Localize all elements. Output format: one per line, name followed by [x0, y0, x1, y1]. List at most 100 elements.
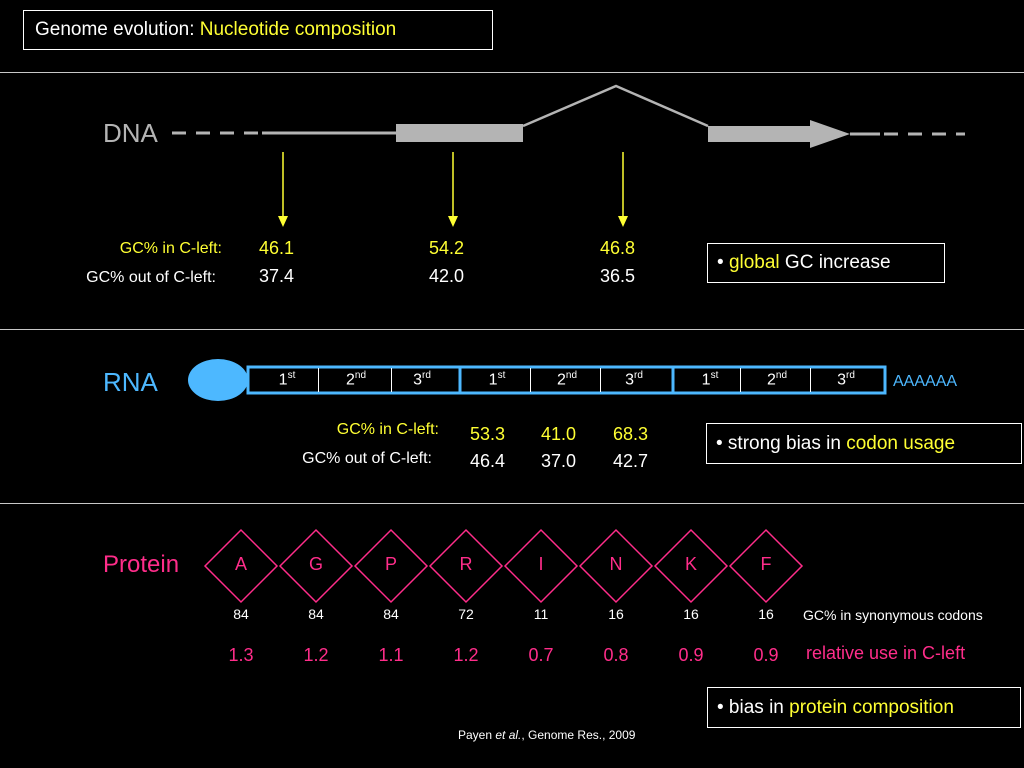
aa-relative-use: 1.2	[453, 645, 479, 665]
aa-diamond-4	[428, 528, 504, 604]
amino-acid-letter: N	[609, 554, 623, 574]
codon-number: 2	[345, 371, 355, 389]
dna-exon-arrowhead	[810, 120, 850, 148]
aa-gc-value: 84	[308, 606, 324, 622]
codon-position-label: 3rd	[620, 370, 648, 389]
amino-acid-letter: I	[538, 554, 544, 574]
codon-suffix: rd	[846, 370, 855, 381]
note-highlight: protein composition	[789, 697, 954, 718]
codon-position-label: 1st	[273, 370, 301, 389]
aa-gc-value: 16	[608, 606, 624, 622]
gc-synonymous-caption: GC% in synonymous codons	[803, 607, 983, 623]
codon-number: 1	[488, 371, 498, 389]
codon-separator	[530, 368, 531, 392]
codon-separator	[391, 368, 392, 392]
codon-suffix: nd	[354, 370, 367, 381]
codon-separator	[318, 368, 319, 392]
title-prefix: Genome evolution:	[35, 19, 200, 40]
protein-note-box: • bias in protein composition	[707, 687, 1021, 728]
dna-gc-out-value: 37.4	[259, 266, 295, 286]
note-bullet: •	[717, 252, 729, 273]
aa-diamond-2	[278, 528, 354, 604]
amino-acid-letter: G	[308, 554, 323, 574]
amino-acid-letter: R	[459, 554, 473, 574]
codon-position-label: 1st	[696, 370, 724, 389]
codon-suffix: rd	[422, 370, 431, 381]
aa-relative-use: 0.9	[678, 645, 704, 665]
aa-diamond-6	[578, 528, 654, 604]
rna-gc-out-value: 46.4	[470, 451, 506, 471]
codon-suffix: st	[710, 370, 719, 381]
codon-position-label: 2nd	[342, 370, 370, 389]
codon-position-label: 3rd	[408, 370, 436, 389]
amino-acid-letter: A	[234, 554, 247, 574]
rna-gc-in-value: 41.0	[541, 424, 577, 444]
rna-label: RNA	[103, 367, 158, 397]
dna-intron-connector	[522, 84, 709, 128]
aa-relative-use: 1.3	[228, 645, 254, 665]
note-text: GC increase	[779, 252, 891, 273]
codon-number: 3	[625, 371, 634, 389]
aa-relative-use: 1.2	[303, 645, 329, 665]
dna-gc-out-label: GC% out of C-left:	[86, 269, 216, 286]
codon-suffix: nd	[775, 370, 788, 381]
rna-cap	[188, 359, 248, 401]
codon-suffix: nd	[565, 370, 578, 381]
slide-title: Genome evolution: Nucleotide composition	[23, 10, 493, 50]
note-text: • strong bias in	[716, 433, 847, 454]
codon-suffix: rd	[634, 370, 643, 381]
arrow-region-1	[278, 152, 288, 227]
poly-a-tail: AAAAAA	[893, 373, 958, 390]
codon-number: 3	[837, 371, 846, 389]
rna-gc-in-value: 68.3	[613, 424, 649, 444]
arrow-region-2	[448, 152, 458, 227]
arrow-region-3	[618, 152, 628, 227]
codon-number: 3	[413, 371, 422, 389]
codon-position-label: 3rd	[832, 370, 860, 389]
amino-acid-letter: P	[384, 554, 397, 574]
aa-diamond-1	[203, 528, 279, 604]
dna-gc-in-value: 46.1	[259, 238, 295, 258]
aa-relative-use: 0.7	[528, 645, 554, 665]
citation-rest: , Genome Res., 2009	[521, 728, 636, 742]
aa-diamond-3	[353, 528, 429, 604]
amino-acid-letter: F	[760, 554, 772, 574]
citation-author: Payen	[458, 728, 496, 742]
codon-separator	[810, 368, 811, 392]
aa-gc-value: 16	[758, 606, 774, 622]
protein-chain	[203, 528, 804, 604]
aa-relative-use: 1.1	[378, 645, 404, 665]
codon-position-label: 2nd	[763, 370, 791, 389]
codon-number: 2	[766, 371, 776, 389]
codon-suffix: st	[287, 370, 296, 381]
citation-etal: et al.	[495, 728, 522, 742]
aa-gc-value: 84	[233, 606, 249, 622]
aa-gc-value: 72	[458, 606, 474, 622]
aa-gc-value: 84	[383, 606, 399, 622]
codon-separator	[740, 368, 741, 392]
title-highlight: Nucleotide composition	[199, 19, 397, 40]
aa-relative-use: 0.8	[603, 645, 629, 665]
dna-exon-1	[396, 124, 523, 142]
dna-gc-in-value: 46.8	[600, 238, 636, 258]
dna-note-box: • global GC increase	[707, 243, 945, 283]
rna-gc-out-value: 42.7	[613, 451, 649, 471]
dna-gc-in-label: GC% in C-left:	[119, 240, 222, 257]
codon-suffix: st	[497, 370, 506, 381]
divider-bottom	[0, 503, 1024, 504]
relative-use-caption: relative use in C-left	[806, 643, 966, 663]
codon-separator	[600, 368, 601, 392]
dna-gc-out-value: 42.0	[429, 266, 465, 286]
dna-gc-out-value: 36.5	[600, 266, 636, 286]
dna-exon-2	[708, 126, 813, 142]
codon-number: 1	[278, 371, 288, 389]
aa-diamond-5	[503, 528, 579, 604]
rna-gc-in-value: 53.3	[470, 424, 506, 444]
rna-gc-out-value: 37.0	[541, 451, 577, 471]
dna-label: DNA	[103, 118, 158, 148]
rna-note-box: • strong bias in codon usage	[706, 423, 1022, 464]
divider-top	[0, 72, 1024, 73]
aa-relative-use: 0.9	[753, 645, 779, 665]
